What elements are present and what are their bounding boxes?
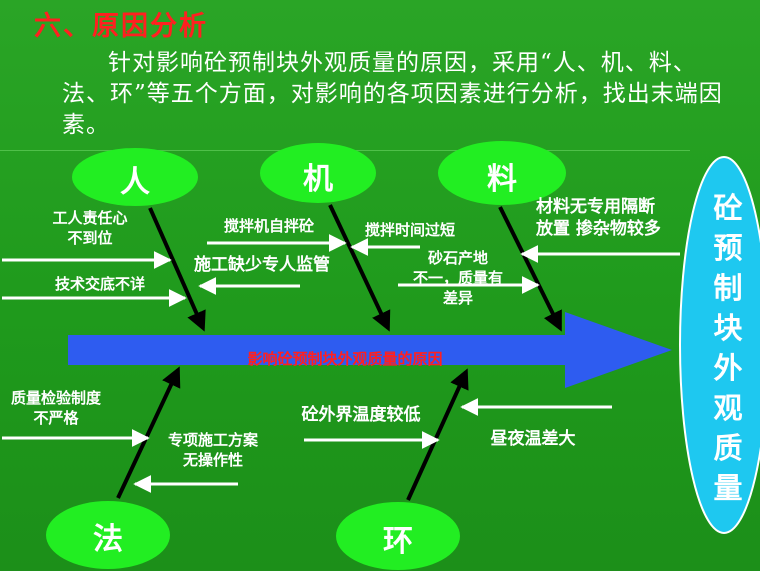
spine-label: 影响砼预制块外观质量的原因: [247, 350, 443, 368]
cause-day-night-temp: 昼夜温差大: [490, 429, 576, 449]
spine-arrow: [68, 312, 672, 388]
cause-gravel-origin: 砂石产地 不一，质量有 差异: [412, 249, 503, 307]
bone-liao: [498, 206, 562, 332]
cause-mixer-self: 搅拌机自拌砼: [223, 217, 314, 235]
cause-workers-responsibility: 工人责任心 不到位: [52, 209, 128, 247]
effect-ellipse: [679, 156, 760, 534]
intro-paragraph: 针对影响砼预制块外观质量的原因，采用“人、机、料、法、环”等五个方面，对影响的各…: [62, 50, 723, 138]
category-huan: 环: [383, 524, 413, 559]
ellipse-liao: [438, 141, 566, 205]
cause-mixing-time: 搅拌时间过短: [364, 221, 455, 239]
cause-special-plan: 专项施工方案 无操作性: [167, 431, 258, 469]
effect-label: 砼 预 制 块 外 观 质 量: [713, 191, 743, 505]
ellipse-ren: [72, 148, 198, 206]
cause-no-partition: 材料无专用隔断 放置 掺杂物较多: [536, 197, 661, 239]
slide-title: 六、原因分析: [34, 11, 208, 42]
cause-inspection-system: 质量检验制度 不严格: [10, 389, 101, 427]
category-ji: 机: [303, 162, 333, 197]
cause-lack-supervision: 施工缺少专人监管: [194, 255, 330, 275]
category-fa: 法: [93, 522, 123, 557]
bone-ren: [148, 207, 206, 332]
cause-ambient-temp: 砼外界温度较低: [301, 405, 421, 425]
cause-tech-briefing: 技术交底不详: [54, 275, 145, 293]
bone-ji: [328, 204, 391, 332]
category-ren: 人: [120, 165, 150, 200]
ellipse-fa: [46, 501, 170, 569]
ellipse-huan: [336, 502, 460, 570]
ellipse-ji: [260, 143, 376, 203]
category-liao: 料: [487, 162, 517, 197]
bone-huan: [406, 368, 469, 501]
